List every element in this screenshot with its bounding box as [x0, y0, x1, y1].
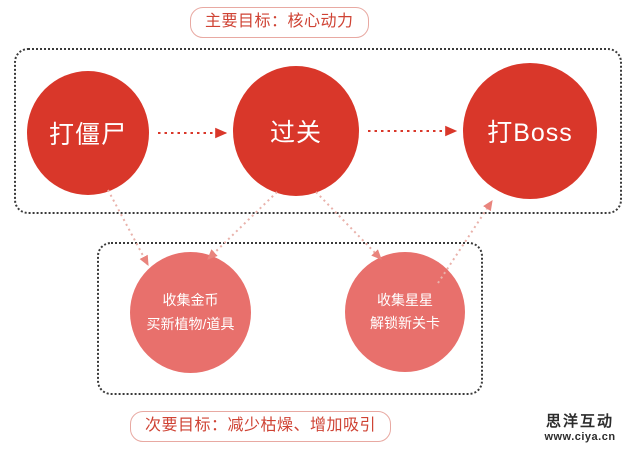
node-beat-boss[interactable]: 打Boss — [463, 63, 597, 199]
watermark-url: www.ciya.cn — [544, 430, 616, 443]
node-beat-zombies[interactable]: 打僵尸 — [27, 71, 149, 195]
primary-goal-badge: 主要目标：核心动力 — [190, 7, 369, 38]
node-clear-level[interactable]: 过关 — [233, 66, 359, 196]
secondary-goal-group-box — [97, 242, 483, 395]
node-collect-stars-label-line2: 解锁新关卡 — [370, 315, 440, 331]
node-collect-stars[interactable]: 收集星星 解锁新关卡 — [345, 252, 465, 372]
node-clear-level-label: 过关 — [269, 119, 322, 147]
secondary-goal-badge: 次要目标：减少枯燥、增加吸引 — [130, 411, 392, 442]
node-collect-stars-label-line1: 收集星星 — [377, 291, 433, 308]
node-collect-coins-label-line1: 收集金币 — [162, 292, 219, 309]
watermark-name: 思洋互动 — [545, 413, 614, 430]
watermark: 思洋互动 www.ciya.cn — [530, 413, 630, 444]
node-beat-boss-label: 打Boss — [487, 119, 573, 147]
node-beat-zombies-label: 打僵尸 — [48, 121, 127, 149]
node-collect-coins-label-line2: 买新植物/道具 — [146, 315, 235, 332]
node-collect-coins[interactable]: 收集金币 买新植物/道具 — [130, 252, 251, 373]
